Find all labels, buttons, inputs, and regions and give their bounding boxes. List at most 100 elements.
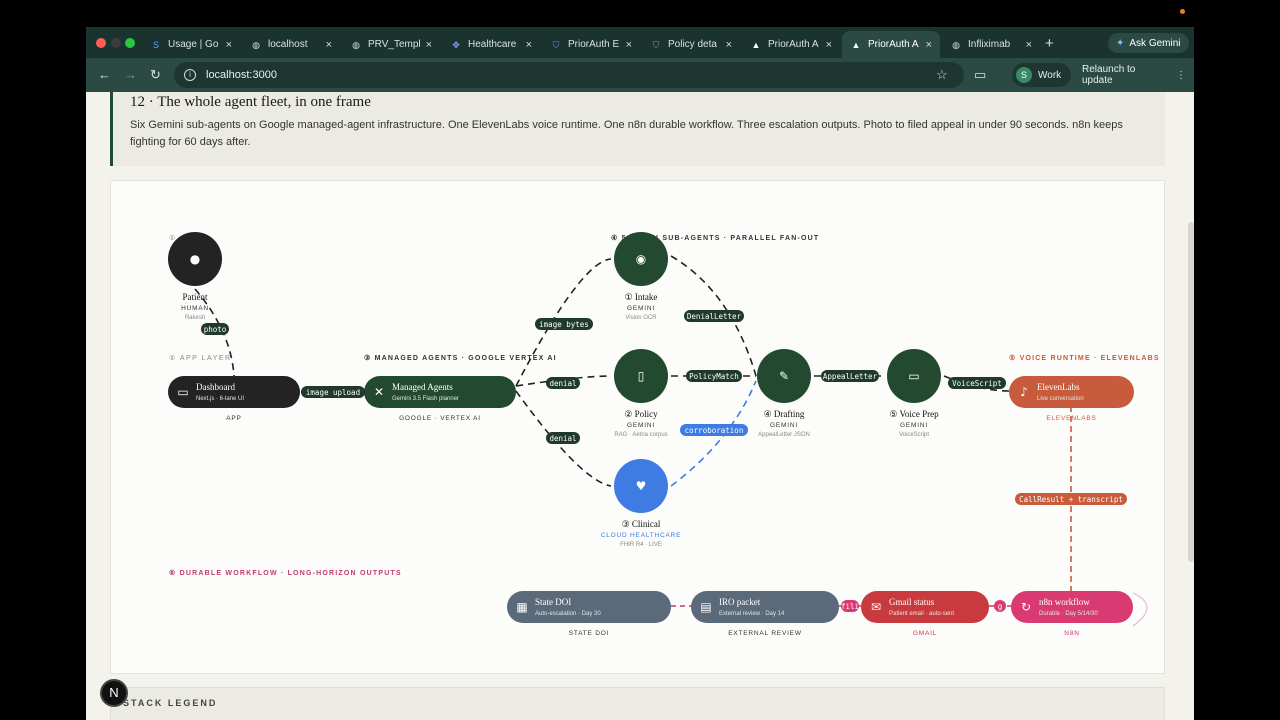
close-tab-icon[interactable]: × — [325, 38, 332, 51]
page-scrollbar[interactable] — [1188, 222, 1194, 562]
tab-favicon-icon: ◍ — [252, 39, 260, 50]
forward-arrow-icon[interactable]: → — [124, 67, 137, 82]
minimize-window-button[interactable] — [111, 38, 121, 48]
close-window-button[interactable] — [96, 38, 106, 48]
edge-tag-policy-match-bg — [686, 370, 742, 382]
managed-icon: ✕ — [374, 385, 384, 399]
browser-tab[interactable]: ◍ localhost × — [242, 31, 340, 58]
close-tab-icon[interactable]: × — [725, 38, 732, 51]
close-tab-icon[interactable]: × — [525, 38, 532, 51]
layer-label-voice: ⑤ VOICE RUNTIME · ELEVENLABS — [1009, 354, 1160, 362]
pill-elevenlabs-tag: ELEVENLABS — [1046, 415, 1096, 422]
node-drafting-name: ④ Drafting — [764, 409, 805, 419]
gmail-icon: ✉ — [871, 600, 881, 614]
browser-tab[interactable]: ▲PriorAuth A× — [742, 31, 840, 58]
node-intake-circle[interactable] — [614, 232, 668, 286]
pill-managed[interactable] — [364, 376, 516, 408]
pill-elevenlabs[interactable] — [1009, 376, 1134, 408]
relaunch-button[interactable]: Relaunch to update ⋮ — [1074, 63, 1194, 87]
pill-iro-name: IRO packet — [719, 597, 761, 607]
node-clinical-circle[interactable] — [614, 459, 668, 513]
pill-dashboard[interactable] — [168, 376, 300, 408]
browser-tab[interactable]: ⛉PriorAuth E× — [542, 31, 640, 58]
edge-tag-n8n-gmail-bg — [994, 600, 1006, 612]
node-drafting-circle[interactable] — [757, 349, 811, 403]
edge-tag-fili: fili — [841, 602, 859, 611]
pill-elevenlabs-name: ElevenLabs — [1037, 382, 1080, 392]
page-content: 12 · The whole agent fleet, in one frame… — [86, 92, 1194, 720]
close-tab-icon[interactable]: × — [425, 38, 432, 51]
stack-legend: STACK LEGEND — [110, 687, 1165, 720]
kebab-menu-icon[interactable]: ⋮ — [1176, 69, 1186, 81]
n8n-icon: ↻ — [1021, 600, 1031, 614]
pill-n8n[interactable] — [1011, 591, 1133, 623]
iro-icon: ▤ — [700, 600, 711, 614]
close-tab-icon[interactable]: × — [925, 38, 932, 51]
tab-label: PriorAuth A — [768, 39, 819, 50]
section-description: Six Gemini sub-agents on Google managed-… — [130, 119, 1123, 148]
sparkle-icon: ✦ — [1116, 37, 1125, 49]
address-bar[interactable]: i localhost:3000 — [174, 62, 964, 88]
node-policy-circle[interactable] — [614, 349, 668, 403]
close-tab-icon[interactable]: × — [825, 38, 832, 51]
edge-tag-call-result-bg — [1015, 493, 1127, 505]
clinical-icon: ♥ — [636, 479, 647, 493]
edge-managed-policy — [515, 375, 612, 387]
tab-favicon-icon: ◍ — [952, 39, 960, 50]
edge-managed-clinical — [515, 390, 612, 487]
edge-n8n-loop — [1132, 592, 1148, 627]
browser-tab[interactable]: ◍PRV_Templ× — [342, 31, 440, 58]
node-voiceprep-circle[interactable] — [887, 349, 941, 403]
edge-tag-fili-bg — [841, 600, 859, 612]
new-tab-button[interactable]: + — [1045, 35, 1054, 52]
ask-gemini-button[interactable]: ✦ Ask Gemini — [1108, 33, 1189, 53]
section-title: 12 · The whole agent fleet, in one frame — [130, 94, 371, 110]
close-tab-icon[interactable]: × — [1025, 38, 1032, 51]
tab-label: localhost — [268, 39, 308, 50]
edge-tag-policy-match: PolicyMatch — [689, 372, 739, 381]
node-policy-sub: RAG · Aetna corpus — [614, 432, 667, 438]
layer-label-managed: ③ MANAGED AGENTS · GOOGLE VERTEX AI — [364, 354, 557, 362]
edge-tag-n8n-gmail: g — [998, 602, 1003, 611]
browser-tab[interactable]: ◍Infliximab× — [942, 31, 1040, 58]
node-patient-circle[interactable] — [168, 232, 222, 286]
node-patient-kind: HUMAN — [181, 305, 209, 312]
back-arrow-icon[interactable]: ← — [98, 67, 111, 82]
node-drafting-kind: GEMINI — [770, 422, 798, 429]
maximize-window-button[interactable] — [125, 38, 135, 48]
profile-chip[interactable]: S Work — [1012, 63, 1072, 87]
edge-tag-image-upload: image upload — [306, 388, 360, 397]
browser-tab[interactable]: ⛉Policy deta× — [642, 31, 740, 58]
browser-tab[interactable]: ▲PriorAuth A× — [842, 31, 940, 58]
statedoi-icon: ▦ — [516, 600, 527, 614]
tab-favicon-icon: S — [152, 39, 159, 50]
next-dev-badge[interactable]: N — [100, 679, 128, 707]
edge-tag-denial-1: denial — [549, 379, 576, 388]
edge-tag-denial-letter-bg — [684, 310, 744, 322]
layer-label-app: ② APP LAYER — [169, 354, 232, 362]
pill-statedoi-name: State DOI — [535, 597, 571, 607]
reload-icon[interactable]: ↻ — [150, 67, 161, 82]
policy-icon: ▯ — [638, 369, 645, 383]
layer-label-flash: ④ 5 FLASH SUB-AGENTS · PARALLEL FAN-OUT — [611, 234, 819, 242]
tab-favicon-icon: ✥ — [452, 39, 460, 50]
browser-tab[interactable]: ✥Healthcare× — [442, 31, 540, 58]
node-voiceprep-name: ⑤ Voice Prep — [889, 409, 939, 419]
pill-gmail[interactable] — [861, 591, 989, 623]
pill-gmail-sub: Patient email · auto-sent — [889, 611, 954, 617]
pill-iro[interactable] — [691, 591, 839, 623]
stack-legend-title: STACK LEGEND — [123, 698, 218, 708]
pill-statedoi-tag: STATE DOI — [569, 630, 610, 637]
node-intake-name: ① Intake — [625, 292, 658, 302]
site-info-icon[interactable]: i — [184, 69, 196, 81]
edge-clinical-drafting — [670, 380, 757, 487]
close-tab-icon[interactable]: × — [625, 38, 632, 51]
pill-statedoi[interactable] — [507, 591, 671, 623]
pill-dashboard-sub: Next.js · 6-lane UI — [196, 396, 244, 402]
next-dev-badge-label: N — [109, 685, 119, 700]
bookmark-star-icon[interactable]: ☆ — [936, 67, 948, 82]
close-tab-icon[interactable]: × — [225, 38, 232, 51]
media-icon[interactable]: ▭ — [974, 67, 987, 82]
